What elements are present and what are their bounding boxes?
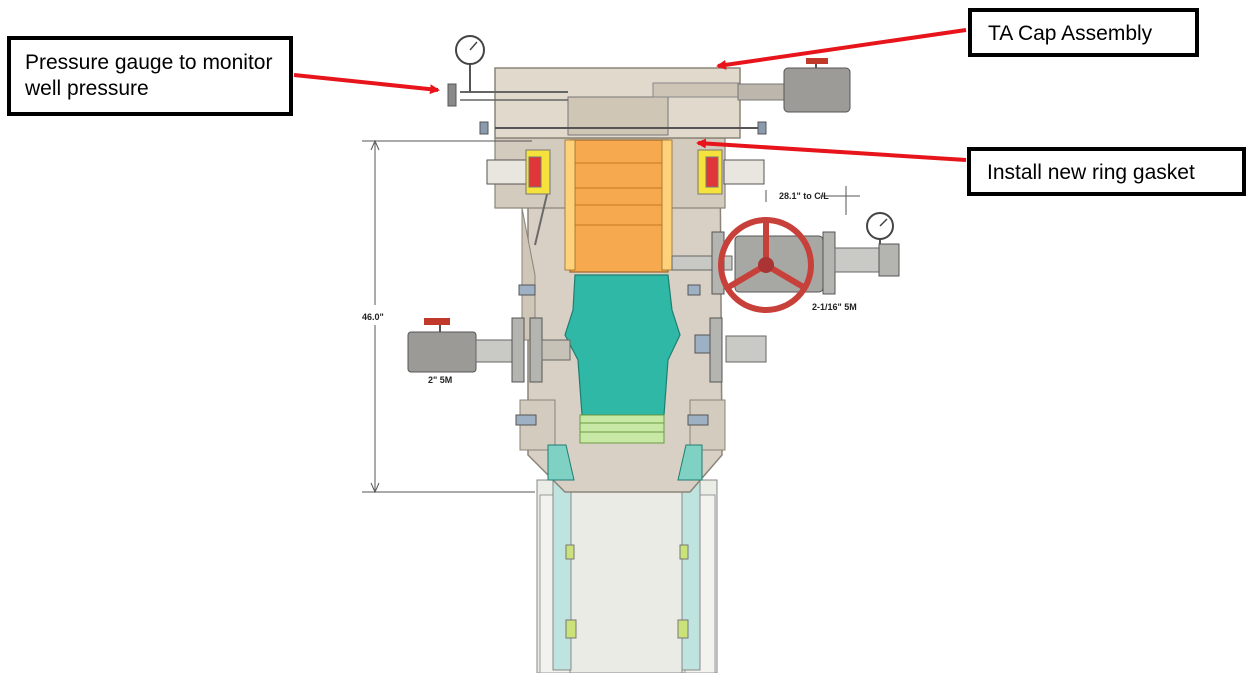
height-label: 46.0": [362, 312, 384, 322]
right-lower-valve: [709, 317, 767, 383]
lower-casing: [536, 439, 718, 673]
callout-pressure-gauge: Pressure gauge to monitor well pressure: [7, 36, 293, 116]
arrow-to-cap: [716, 28, 967, 70]
tubing-hanger: [564, 139, 673, 273]
left-valve: [407, 317, 571, 383]
arrow-to-gauge: [293, 73, 440, 95]
callout-ta-cap-assembly: TA Cap Assembly: [968, 8, 1199, 57]
right-valve-label: 2-1/16" 5M: [812, 302, 857, 312]
offset-label: 28.1" to C/L: [779, 191, 829, 201]
offset-dimension: [765, 186, 860, 215]
arrow-to-gasket: [696, 138, 967, 162]
cap-assembly: [447, 35, 851, 139]
height-dimension: [362, 139, 535, 494]
left-valve-label: 2" 5M: [428, 375, 452, 385]
casing-hanger: [547, 274, 703, 481]
callout-arrows: [293, 28, 967, 162]
callout-ring-gasket: Install new ring gasket: [967, 147, 1246, 196]
lockdown-screws: [486, 149, 765, 195]
gate-valve: [671, 212, 900, 313]
